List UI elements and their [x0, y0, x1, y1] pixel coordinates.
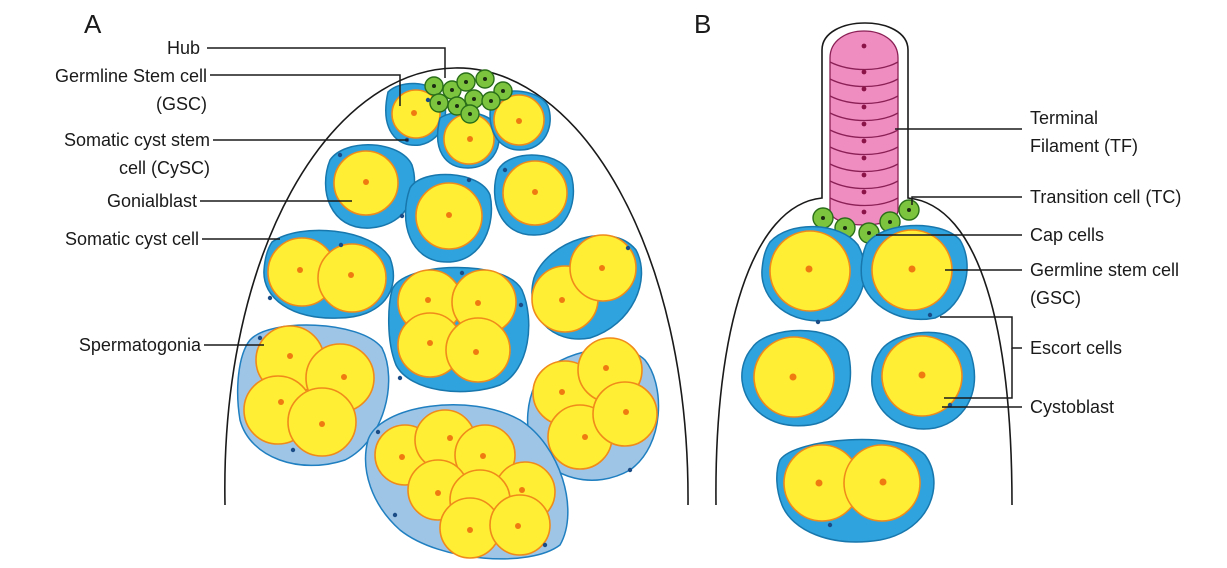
label-gsc-b-line1: Germline stem cell [1030, 260, 1179, 280]
label-escort-cells: Escort cells [1030, 338, 1122, 358]
label-cap-cells: Cap cells [1030, 225, 1104, 245]
label-cystoblast: Cystoblast [1030, 397, 1114, 417]
label-cysc-line1: Somatic cyst stem [64, 130, 210, 150]
label-gsc-a-line2: (GSC) [156, 94, 207, 114]
panel-b-germarium: B Terminal Filament (TF) Transition cell… [694, 9, 1181, 542]
label-terminal-filament-line1: Terminal [1030, 108, 1098, 128]
panel-a-label: A [84, 9, 102, 39]
label-gsc-a-line1: Germline Stem cell [55, 66, 207, 86]
label-cysc-line2: cell (CySC) [119, 158, 210, 178]
label-gonialblast: Gonialblast [107, 191, 197, 211]
label-spermatogonia: Spermatogonia [79, 335, 202, 355]
label-terminal-filament-line2: Filament (TF) [1030, 136, 1138, 156]
terminal-filament [830, 31, 898, 225]
ovary-two-cell-cyst [777, 440, 934, 542]
panel-b-label: B [694, 9, 711, 39]
label-hub: Hub [167, 38, 200, 58]
label-somatic-cyst-cell: Somatic cyst cell [65, 229, 199, 249]
spermatogonia-cluster-left [238, 325, 389, 465]
ovary-cystoblasts [742, 331, 975, 429]
label-gsc-b-line2: (GSC) [1030, 288, 1081, 308]
label-transition-cell: Transition cell (TC) [1030, 187, 1181, 207]
panel-a-testis: A Hub Germline Stem cell (GSC) Somatic c… [55, 9, 688, 559]
four-cell-cyst [389, 267, 529, 391]
